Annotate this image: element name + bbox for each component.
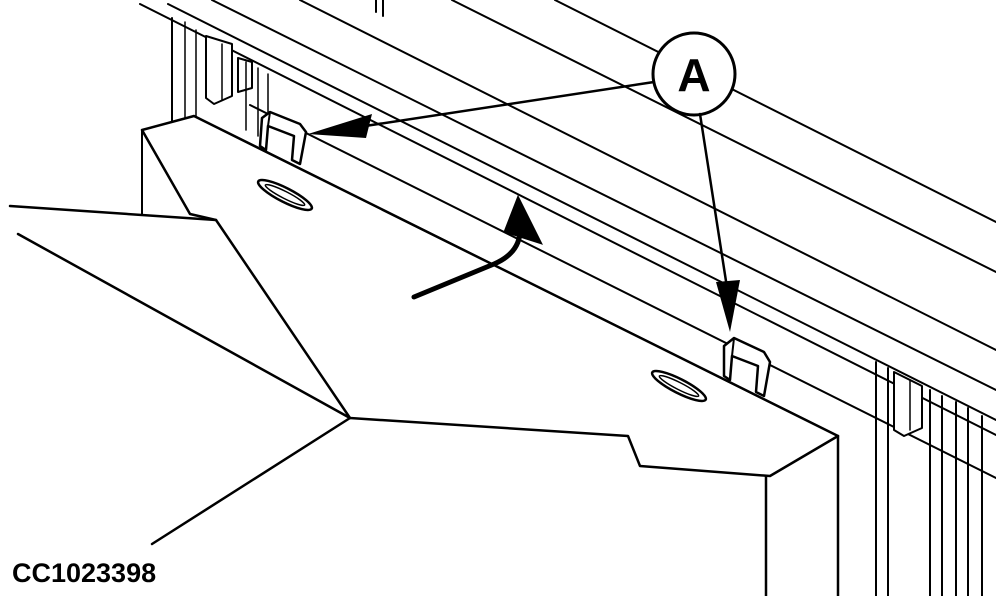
rear-housing — [139, 0, 996, 479]
cover-slot-right — [650, 369, 708, 403]
curved-arrow-icon — [411, 194, 543, 300]
leader-arrow-icon — [308, 80, 740, 332]
callout-letter: A — [677, 49, 710, 101]
front-panel — [8, 204, 352, 546]
callout-a: A — [651, 31, 737, 117]
cover-slot-left — [256, 178, 314, 212]
figure-code: CC1023398 — [12, 558, 156, 588]
left-latch-clip — [258, 110, 308, 166]
left-wall-panels — [171, 17, 269, 137]
right-wall-panels — [875, 361, 983, 596]
right-latch-clip — [722, 336, 772, 398]
